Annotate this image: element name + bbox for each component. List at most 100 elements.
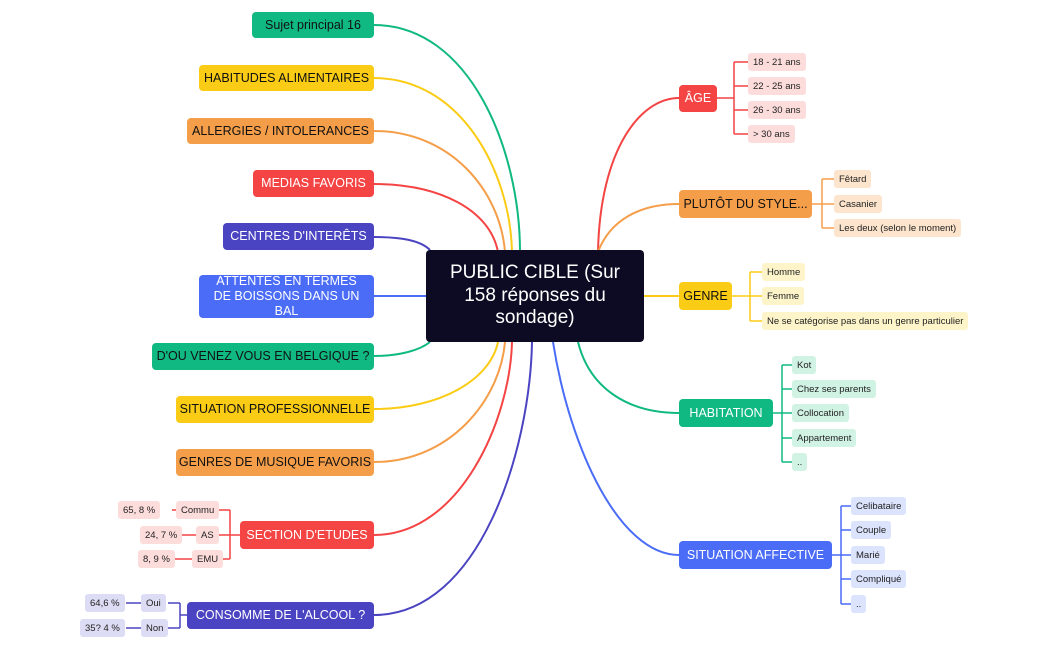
leaf-value: 65, 8 % — [123, 504, 156, 516]
link-sujet — [373, 24, 521, 253]
leaf-habitation-parents[interactable]: Chez ses parents — [792, 380, 876, 398]
leaf-label: Casanier — [839, 198, 878, 210]
link-situation-pro — [373, 341, 499, 410]
link-allergies — [373, 130, 506, 253]
leaf-label: 18 - 21 ans — [753, 56, 801, 68]
link-habitation — [577, 341, 680, 414]
node-habitation-label: HABITATION — [689, 405, 763, 420]
node-age[interactable]: ÂGE — [679, 85, 717, 112]
leaf-label: EMU — [197, 553, 219, 565]
link-musique — [373, 341, 506, 463]
leaf-affective-couple[interactable]: Couple — [851, 521, 892, 539]
node-habitation[interactable]: HABITATION — [679, 399, 773, 427]
leaf-label: Couple — [856, 524, 887, 536]
leaf-affective-marie[interactable]: Marié — [851, 546, 885, 564]
node-attentes-boissons-label: ATTENTES EN TERMES DE BOISSONS DANS UN B… — [213, 274, 360, 318]
leaf-label: .. — [797, 456, 803, 468]
leaf-label: Femme — [767, 290, 800, 302]
leaf-label: Appartement — [797, 432, 852, 444]
leaf-genre-autre[interactable]: Ne se catégorise pas dans un genre parti… — [762, 312, 969, 330]
node-allergies-label: ALLERGIES / INTOLERANCES — [192, 123, 369, 138]
node-section-etudes-label: SECTION D'ETUDES — [246, 527, 368, 542]
leaf-label: .. — [856, 598, 862, 610]
leaf-label: Chez ses parents — [797, 383, 871, 395]
central-topic[interactable]: PUBLIC CIBLE (Sur 158 réponses du sondag… — [426, 250, 644, 342]
node-sujet-principal[interactable]: Sujet principal 16 — [252, 12, 374, 38]
leaf-alcool-non-value[interactable]: 35? 4 % — [80, 619, 125, 637]
leaf-age-2[interactable]: 22 - 25 ans — [748, 77, 806, 95]
node-genre-label: GENRE — [683, 288, 728, 303]
leaf-section-as-value[interactable]: 24, 7 % — [140, 526, 183, 544]
link-alcool — [373, 341, 533, 616]
link-medias — [373, 183, 499, 253]
leaf-section-as[interactable]: AS — [196, 526, 219, 544]
leaf-label: Kot — [797, 359, 812, 371]
leaf-value: 64,6 % — [90, 597, 120, 609]
node-sujet-principal-label: Sujet principal 16 — [265, 17, 361, 32]
leaf-label: 22 - 25 ans — [753, 80, 801, 92]
leaf-age-4[interactable]: > 30 ans — [748, 125, 795, 143]
leaf-age-3[interactable]: 26 - 30 ans — [748, 101, 806, 119]
central-topic-label: PUBLIC CIBLE (Sur 158 réponses du sondag… — [450, 261, 620, 329]
leaf-alcool-oui-value[interactable]: 64,6 % — [85, 594, 125, 612]
leaf-label: Compliqué — [856, 573, 902, 585]
node-genre[interactable]: GENRE — [679, 282, 732, 310]
leaf-genre-homme[interactable]: Homme — [762, 263, 806, 281]
leaf-label: Celibataire — [856, 500, 902, 512]
node-centres-interets-label: CENTRES D'INTERÊTS — [230, 229, 367, 244]
leaf-habitation-more[interactable]: .. — [792, 453, 808, 471]
node-genres-musique[interactable]: GENRES DE MUSIQUE FAVORIS — [176, 449, 374, 476]
leaf-value: 8, 9 % — [143, 553, 170, 565]
link-interets — [373, 236, 431, 251]
leaf-style-les-deux[interactable]: Les deux (selon le moment) — [834, 219, 962, 237]
leaf-affective-celibataire[interactable]: Celibataire — [851, 497, 907, 515]
link-style — [597, 203, 680, 253]
leaf-section-commu-value[interactable]: 65, 8 % — [118, 501, 161, 519]
leaf-value: 24, 7 % — [145, 529, 178, 541]
leaf-age-1[interactable]: 18 - 21 ans — [748, 53, 806, 71]
link-affective — [552, 341, 680, 556]
leaf-genre-femme[interactable]: Femme — [762, 287, 805, 305]
leaf-habitation-appartement[interactable]: Appartement — [792, 429, 857, 447]
leaf-label: > 30 ans — [753, 128, 790, 140]
node-situation-professionnelle-label: SITUATION PROFESSIONNELLE — [179, 402, 371, 417]
node-habitudes-alimentaires[interactable]: HABITUDES ALIMENTAIRES — [199, 65, 374, 91]
node-genres-musique-label: GENRES DE MUSIQUE FAVORIS — [178, 455, 372, 470]
leaf-label: Fêtard — [839, 173, 867, 185]
node-age-label: ÂGE — [684, 91, 712, 106]
leaf-label: 26 - 30 ans — [753, 104, 801, 116]
leaf-section-commu[interactable]: Commu — [176, 501, 220, 519]
leaf-label: Marié — [856, 549, 880, 561]
leaf-style-casanier[interactable]: Casanier — [834, 195, 883, 213]
node-plutot-style-label: PLUTÔT DU STYLE... — [683, 196, 808, 211]
node-situation-affective[interactable]: SITUATION AFFECTIVE — [679, 541, 832, 569]
link-age — [597, 97, 680, 253]
leaf-style-fetard[interactable]: Fêtard — [834, 170, 872, 188]
leaf-label: Les deux (selon le moment) — [839, 222, 957, 234]
leaf-value: 35? 4 % — [85, 622, 120, 634]
leaf-habitation-collocation[interactable]: Collocation — [792, 404, 849, 422]
node-centres-interets[interactable]: CENTRES D'INTERÊTS — [223, 223, 374, 250]
leaf-label: Collocation — [797, 407, 844, 419]
node-plutot-style[interactable]: PLUTÔT DU STYLE... — [679, 190, 812, 218]
node-origine-belgique[interactable]: D'OU VENEZ VOUS EN BELGIQUE ? — [152, 343, 374, 370]
node-consomme-alcool[interactable]: CONSOMME DE L'ALCOOL ? — [187, 602, 374, 629]
leaf-label: Oui — [146, 597, 161, 609]
leaf-label: Commu — [181, 504, 215, 516]
leaf-habitation-kot[interactable]: Kot — [792, 356, 817, 374]
leaf-affective-complique[interactable]: Compliqué — [851, 570, 907, 588]
node-origine-belgique-label: D'OU VENEZ VOUS EN BELGIQUE ? — [156, 349, 370, 364]
node-situation-professionnelle[interactable]: SITUATION PROFESSIONNELLE — [176, 396, 374, 423]
leaf-affective-more[interactable]: .. — [851, 595, 867, 613]
leaf-alcool-oui[interactable]: Oui — [141, 594, 166, 612]
node-allergies[interactable]: ALLERGIES / INTOLERANCES — [187, 118, 374, 144]
leaf-section-emu[interactable]: EMU — [192, 550, 224, 568]
leaf-label: AS — [201, 529, 214, 541]
node-consomme-alcool-label: CONSOMME DE L'ALCOOL ? — [195, 608, 366, 623]
node-medias-favoris[interactable]: MEDIAS FAVORIS — [253, 170, 374, 197]
node-attentes-boissons[interactable]: ATTENTES EN TERMES DE BOISSONS DANS UN B… — [199, 274, 374, 318]
node-situation-affective-label: SITUATION AFFECTIVE — [686, 547, 825, 562]
node-section-etudes[interactable]: SECTION D'ETUDES — [240, 521, 374, 549]
leaf-alcool-non[interactable]: Non — [141, 619, 169, 637]
leaf-section-emu-value[interactable]: 8, 9 % — [138, 550, 175, 568]
